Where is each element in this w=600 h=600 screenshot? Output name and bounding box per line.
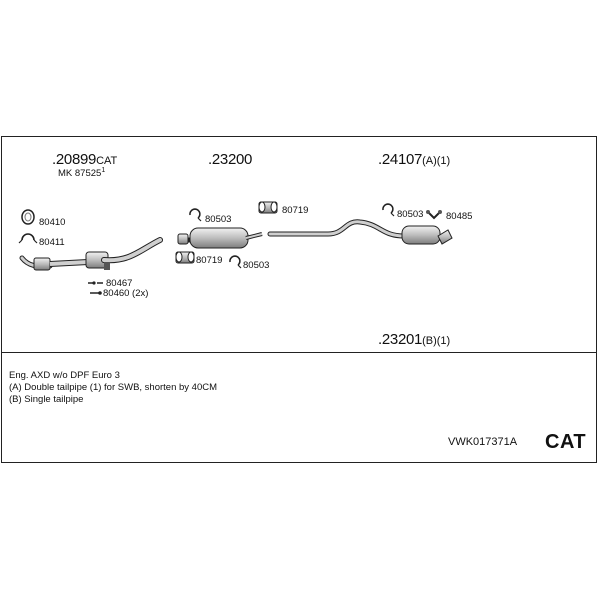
hanger-80485-drawing[interactable] — [426, 210, 442, 220]
accessory-80411-label[interactable]: 80411 — [39, 237, 65, 248]
clamp-80503-mid-drawing[interactable] — [229, 255, 242, 269]
middle-silencer-drawing[interactable] — [180, 227, 263, 249]
accessory-80503-right-label[interactable]: 80503 — [397, 209, 424, 220]
mk-label: MK — [58, 168, 73, 180]
brand-logo-text: CAT — [545, 431, 587, 453]
accessory-80467-label[interactable]: 80467 — [106, 278, 133, 289]
part-23200-label[interactable]: .23200 — [208, 152, 252, 168]
accessory-80503-mid-label[interactable]: 80503 — [243, 260, 270, 271]
accessory-80485-label[interactable]: 80485 — [446, 211, 473, 222]
part-20899-number: .20899 — [52, 151, 97, 168]
bolt-80467-drawing[interactable] — [88, 281, 103, 285]
part-23200-number: .23200 — [208, 151, 253, 168]
mk-number: 87525 — [74, 168, 102, 180]
accessory-80460-label[interactable]: 80460 (2x) — [103, 288, 149, 299]
mk-mark: 1 — [101, 167, 106, 174]
gasket-80410-drawing[interactable] — [21, 209, 35, 225]
clamp-80411-drawing[interactable] — [18, 233, 38, 244]
kit-code: VWK017371A — [448, 436, 518, 448]
note-a: (A) Double tailpipe (1) for SWB, shorten… — [9, 382, 218, 393]
part-24107-suffix: (A)(1) — [422, 155, 451, 167]
note-b: (B) Single tailpipe — [9, 394, 84, 405]
diagram-frame — [1, 136, 597, 463]
part-20899-label[interactable]: .20899CAT — [52, 152, 117, 168]
accessory-80410-label[interactable]: 80410 — [39, 217, 66, 228]
sleeve-80719-bottom-drawing[interactable] — [175, 251, 195, 264]
nut-80460-drawing[interactable] — [90, 291, 102, 295]
part-23201-label[interactable]: .23201(B)(1) — [378, 332, 450, 348]
part-23201-suffix: (B)(1) — [422, 335, 451, 347]
clamp-80503-right-drawing[interactable] — [382, 203, 395, 217]
note-engine: Eng. AXD w/o DPF Euro 3 — [9, 370, 120, 381]
part-20899-suffix: CAT — [96, 155, 118, 167]
accessory-80719-top-label[interactable]: 80719 — [282, 205, 309, 216]
part-24107-number: .24107 — [378, 151, 423, 168]
sleeve-80719-top-drawing[interactable] — [258, 201, 278, 214]
pipe-clamp-drawing[interactable] — [177, 233, 189, 245]
notes-divider — [1, 352, 597, 353]
rear-silencer-drawing[interactable] — [267, 219, 453, 245]
part-24107-label[interactable]: .24107(A)(1) — [378, 152, 450, 168]
catalytic-converter-drawing[interactable] — [19, 237, 163, 271]
part-23201-number: .23201 — [378, 331, 423, 348]
clamp-80503-left-drawing[interactable] — [189, 208, 202, 222]
accessory-80719-bottom-label[interactable]: 80719 — [196, 255, 223, 266]
accessory-80503-left-label[interactable]: 80503 — [205, 214, 232, 225]
mk-reference: MK 875251 — [58, 167, 105, 179]
